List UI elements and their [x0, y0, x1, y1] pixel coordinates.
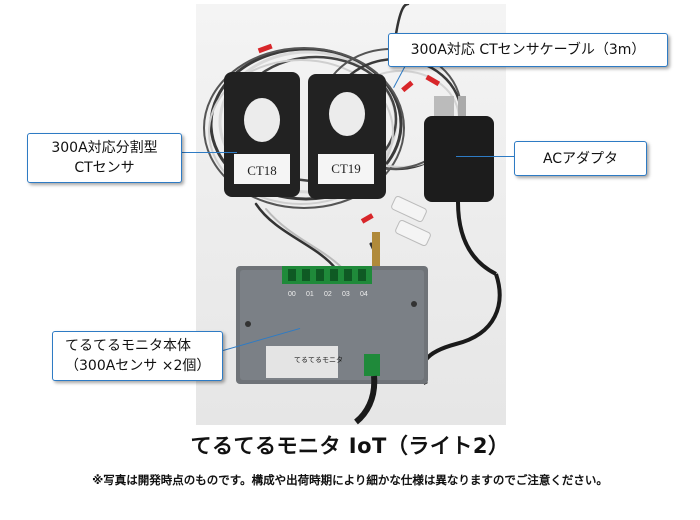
callout-cable-label: 300A対応 CTセンサケーブル（3m） [410, 42, 646, 58]
callout-adapter-label: ACアダプタ [542, 150, 619, 167]
terminal-label: 01 [306, 291, 314, 298]
callout-body-line2: （300Aセンサ ×2個） [65, 358, 211, 374]
ct-sensor-ct19: CT19 [308, 74, 386, 199]
terminal-labels: 00 01 02 03 04 [288, 291, 368, 298]
callout-cable: 300A対応 CTセンサケーブル（3m） [388, 33, 668, 67]
callout-ct-sensor: 300A対応分割型 CTセンサ [27, 133, 182, 183]
terminal-label: 04 [360, 291, 368, 298]
callout-adapter: ACアダプタ [514, 141, 647, 176]
terminal-label: 00 [288, 291, 296, 298]
device-brand-label: てるてるモニタ [294, 355, 343, 364]
cable-ties [257, 43, 441, 224]
leader-line-ct [182, 152, 237, 153]
callout-ct-sensor-line2: CTセンサ [74, 160, 135, 176]
ac-adapter [420, 96, 502, 385]
device-body: 00 01 02 03 04 てるてるモニタ [236, 266, 428, 425]
ct19-label: CT19 [331, 161, 361, 176]
device-sticker [266, 346, 338, 378]
ct-sensor-ct18: CT18 [224, 72, 300, 197]
disclaimer-note: ※写真は開発時点のものです。構成や出荷時期により細かな仕様は異なりますのでご注意… [92, 473, 608, 487]
callout-device-body: てるてるモニタ本体 （300Aセンサ ×2個） [52, 331, 223, 381]
callout-ct-sensor-line1: 300A対応分割型 [51, 140, 158, 156]
callout-body-line1: てるてるモニタ本体 [65, 338, 191, 354]
leader-line-adapter [456, 156, 514, 157]
terminal-label: 03 [342, 291, 350, 298]
connectors [372, 195, 431, 266]
product-photo-drawing: CT18 CT19 [203, 2, 502, 425]
product-photo: CT18 CT19 [196, 2, 506, 425]
ct18-label: CT18 [247, 163, 277, 178]
terminal-label: 02 [324, 291, 332, 298]
product-title: てるてるモニタ IoT（ライト2） [190, 434, 510, 458]
